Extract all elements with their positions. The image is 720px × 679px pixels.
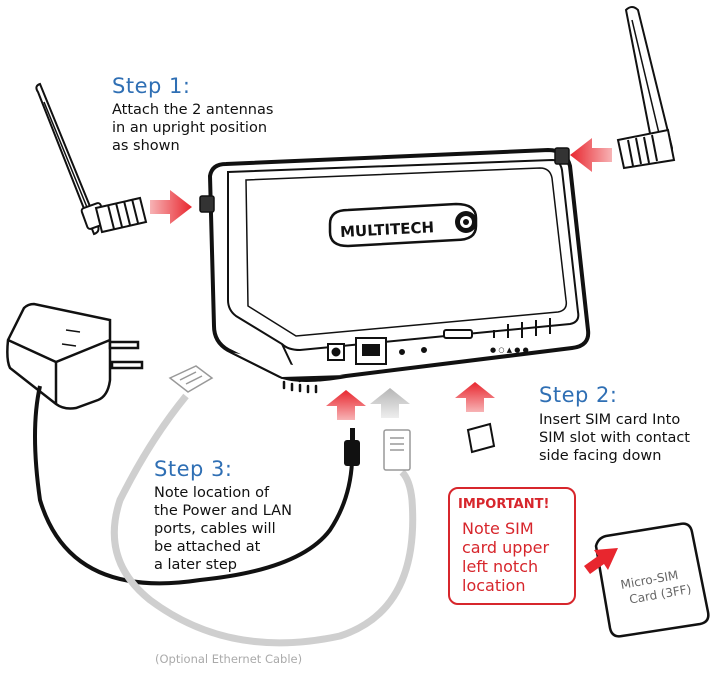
important-text: Note SIM card upper left notch location	[462, 519, 550, 595]
arrow-left-antenna	[150, 190, 192, 224]
power-adapter	[6, 302, 144, 410]
arrow-sim-slot	[455, 382, 495, 412]
left-antenna	[35, 82, 148, 236]
important-callout: IMPORTANT! Note SIM card upper left notc…	[448, 487, 576, 605]
ethernet-cable-caption: (Optional Ethernet Cable)	[155, 652, 303, 666]
step3-text: Note location of the Power and LAN ports…	[154, 485, 292, 573]
sim-card-small	[466, 422, 496, 454]
arrow-sim-notch	[584, 548, 618, 574]
step1-title: Step 1:	[112, 74, 191, 98]
step2-title: Step 2:	[539, 383, 618, 407]
micro-sim-card: Micro-SIM Card (3FF)	[584, 522, 710, 638]
arrow-power-port	[326, 390, 366, 420]
svg-text:● ○ ▲ ● ●: ● ○ ▲ ● ●	[490, 346, 529, 354]
power-cable	[33, 385, 354, 586]
brand-logo-text: MULTITECH	[340, 218, 435, 241]
step2-text: Insert SIM card Into SIM slot with conta…	[539, 412, 690, 464]
arrow-lan-port	[370, 388, 410, 418]
ethernet-cable	[110, 393, 417, 647]
important-heading: IMPORTANT!	[458, 497, 550, 512]
step3-title: Step 3:	[154, 457, 233, 481]
right-antenna	[616, 6, 676, 170]
power-plug	[344, 428, 360, 466]
ethernet-plug-loose	[168, 365, 214, 393]
ethernet-plug	[383, 429, 411, 471]
step1-text: Attach the 2 antennas in an upright posi…	[112, 102, 274, 154]
arrow-right-antenna	[570, 138, 612, 172]
router-device: ● ○ ▲ ● ●	[199, 147, 591, 394]
